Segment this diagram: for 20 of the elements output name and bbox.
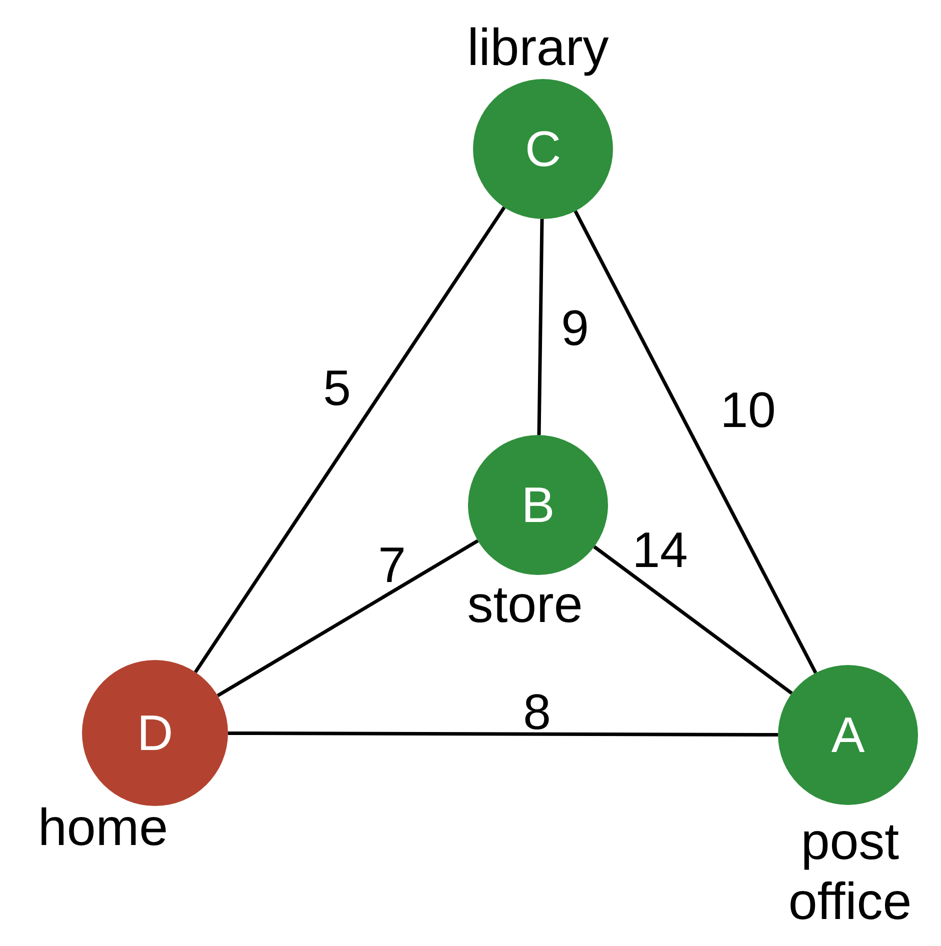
node-label: A xyxy=(831,710,865,760)
edge-line xyxy=(574,210,818,674)
edge-label: 7 xyxy=(378,540,406,590)
edge-line xyxy=(228,731,778,737)
edge-line xyxy=(216,539,479,698)
edge-line xyxy=(194,206,506,674)
place-label: home xyxy=(36,798,170,858)
node-label: C xyxy=(524,124,562,174)
node-label: B xyxy=(521,480,555,530)
edge-label: 8 xyxy=(523,687,551,737)
edge-line xyxy=(593,545,793,695)
edge-label: 10 xyxy=(720,385,776,435)
place-label: library xyxy=(466,18,610,78)
edge-line xyxy=(537,218,544,436)
place-label: post office xyxy=(787,812,913,932)
place-label: store xyxy=(466,575,584,635)
edge-label: 14 xyxy=(632,525,688,575)
node-label: D xyxy=(136,708,174,758)
edge-label: 9 xyxy=(561,303,589,353)
edge-label: 5 xyxy=(323,363,351,413)
